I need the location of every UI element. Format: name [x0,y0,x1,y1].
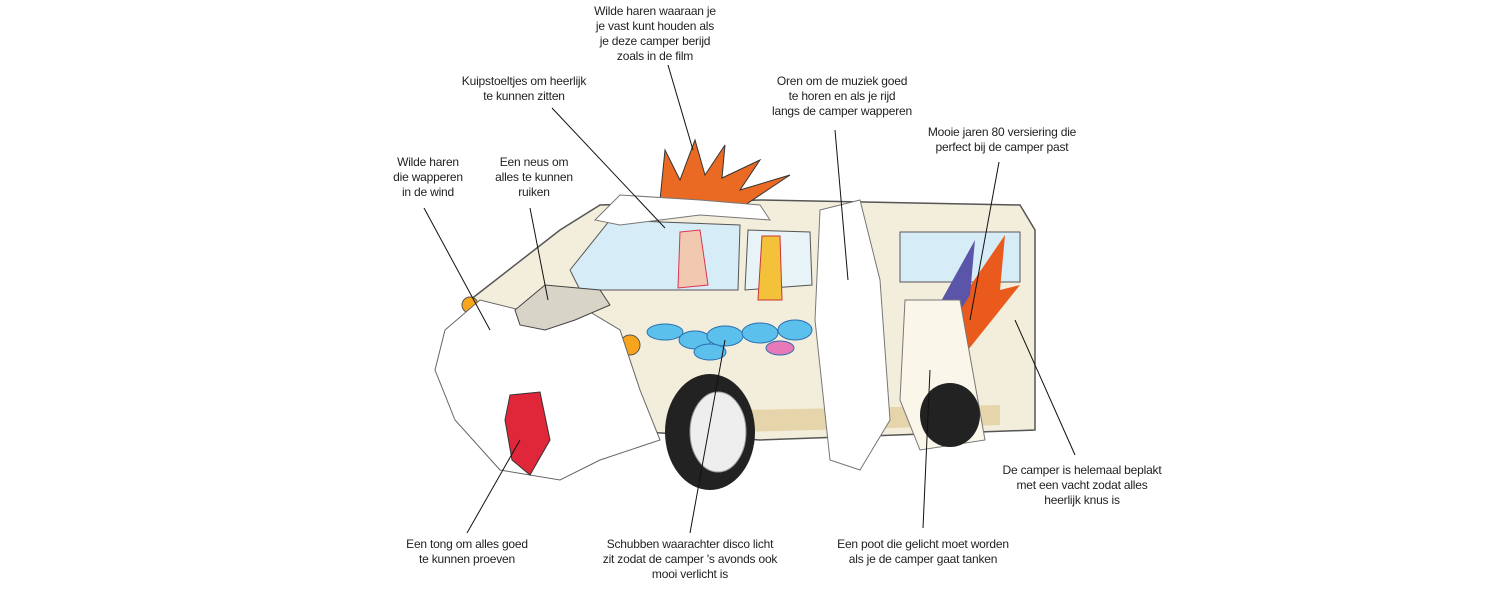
callout-line: Oren om de muziek goed [776,74,908,88]
callout-line: Een poot die gelicht moet worden [837,537,1009,551]
seat-icon [677,229,709,289]
callout-hair-wind: Wilde haren die wapperen in de wind [393,155,463,200]
callout-line: heerlijk knus is [1044,493,1120,507]
callout-line: zoals in de film [616,49,694,63]
callout-line: De camper is helemaal beplakt [1002,463,1162,477]
callout-line: Kuipstoeltjes om heerlijk [461,74,587,88]
callout-seats: Kuipstoeltjes om heerlijk te kunnen zitt… [461,74,587,104]
callout-line: Mooie jaren 80 versiering die [927,125,1077,139]
callout-nose: Een neus om alles te kunnen ruiken [495,155,573,200]
callout-line: Wilde haren [397,155,459,169]
callout-line: die wapperen [393,170,463,184]
callout-line: alles te kunnen [495,170,573,184]
leader-lines [423,64,1076,534]
callout-line: met een vacht zodat alles [1016,478,1148,492]
front-wheel [665,374,755,490]
roof-fur [593,194,771,226]
callout-line: te kunnen zitten [483,89,565,103]
top-hair [659,138,791,206]
callout-line: te kunnen proeven [418,552,516,566]
callout-line: Wilde haren waaraan je [594,4,716,18]
callout-line: zit zodat de camper 's avonds ook [602,552,778,566]
callout-line: Schubben waarachter disco licht [606,537,774,551]
seat-side-icon [757,235,783,301]
callout-top-hair: Wilde haren waaraan je je vast kunt houd… [594,4,716,64]
callout-line: je vast kunt houden als [595,19,715,33]
disco-scales [646,319,813,361]
callout-line: langs de camper wapperen [772,104,912,118]
callout-line: als je de camper gaat tanken [848,552,998,566]
eighties-stripe-blue [925,240,975,440]
callout-line: je deze camper berijd [599,34,711,48]
callout-line: te horen en als je rijd [788,89,896,103]
callout-tongue: Een tong om alles goed te kunnen proeven [406,537,528,567]
callout-line: Een neus om [499,155,569,169]
tongue [504,391,551,476]
callout-scales: Schubben waarachter disco licht zit zoda… [602,537,778,582]
callout-line: perfect bij de camper past [935,140,1069,154]
rear-wheel [920,383,980,447]
callout-line: in de wind [401,185,455,199]
callout-fur: De camper is helemaal beplakt met een va… [1003,463,1162,508]
callout-decoration: Mooie jaren 80 versiering die perfect bi… [928,125,1076,155]
callout-line: mooi verlicht is [651,567,729,581]
callout-line: Een tong om alles goed [406,537,528,551]
callout-paw: Een poot die gelicht moet worden als je … [837,537,1009,567]
nose [514,284,611,331]
callout-ears: Oren om de muziek goed te horen en als j… [772,74,912,119]
ear-fur [814,199,891,471]
callout-line: ruiken [518,185,550,199]
